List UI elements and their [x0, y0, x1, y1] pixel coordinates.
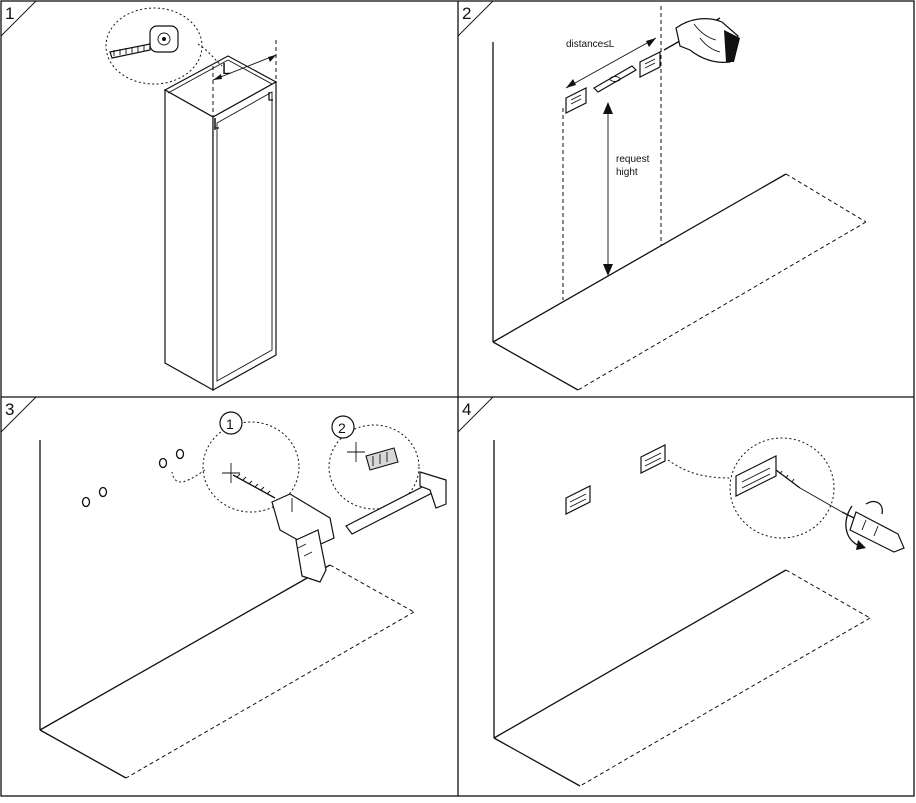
spirit-level	[593, 65, 637, 93]
height-arrow	[603, 102, 613, 276]
hand-with-pen-icon	[663, 17, 740, 63]
panel-1: L	[105, 7, 278, 392]
panel-number-tabs: 1 2 3 4	[0, 0, 494, 433]
drilled-holes	[81, 448, 185, 508]
step-b-number: 2	[338, 420, 346, 436]
height-label-line1: request	[616, 154, 650, 165]
mounted-bracket-left	[565, 485, 591, 515]
length-label-l: L	[222, 61, 231, 78]
hammer-icon	[345, 471, 447, 535]
panel-4-number: 4	[462, 400, 471, 419]
measuring-tape-callout	[105, 7, 223, 85]
height-label-line2: hight	[616, 167, 638, 178]
mounted-bracket-right	[640, 444, 666, 474]
wall-bracket-right	[639, 51, 661, 78]
panel-3: 1 2	[39, 411, 447, 779]
panel-2: distance≤L request hight	[492, 6, 867, 391]
distance-label: distance≤L	[566, 39, 615, 50]
drill-bit-callout	[171, 411, 300, 513]
wall-bracket-left	[565, 87, 587, 114]
panel-2-number: 2	[462, 4, 471, 23]
measure-guides	[212, 40, 277, 117]
wall-plug-callout	[328, 415, 420, 510]
panel-3-number: 3	[5, 400, 14, 419]
panel-4	[493, 437, 905, 787]
panel-1-number: 1	[5, 4, 14, 23]
screwdriver-icon	[841, 500, 905, 553]
power-drill-icon	[271, 493, 335, 583]
tall-cabinet	[163, 55, 278, 392]
step-a-number: 1	[226, 416, 234, 432]
distance-arrow	[565, 37, 657, 89]
screw-bracket-callout	[667, 437, 843, 539]
